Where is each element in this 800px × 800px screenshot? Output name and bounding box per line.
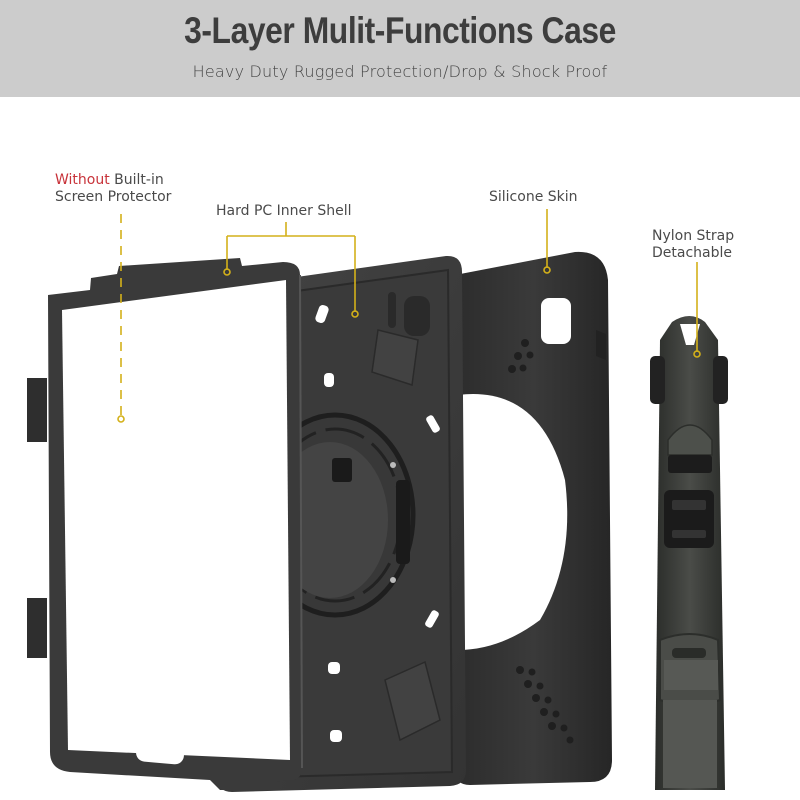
front-frame-layer <box>27 258 303 790</box>
label-hard-pc-inner-shell: Hard PC Inner Shell <box>216 203 352 219</box>
page-subtitle: Heavy Duty Rugged Protection/Drop & Shoc… <box>192 62 608 81</box>
nylon-strap <box>650 316 728 790</box>
label-without-accent: Without <box>55 172 110 188</box>
label-screen-protector: Without Built-in Screen Protector <box>55 172 172 205</box>
label-silicone-skin: Silicone Skin <box>489 189 578 205</box>
callout-lines <box>117 209 701 423</box>
label-nylon-strap: Nylon Strap Detachable <box>652 228 735 261</box>
page-title: 3-Layer Mulit-Functions Case <box>184 10 616 51</box>
header-banner: 3-Layer Mulit-Functions Case Heavy Duty … <box>0 0 800 97</box>
silicone-skin-layer <box>455 251 612 785</box>
